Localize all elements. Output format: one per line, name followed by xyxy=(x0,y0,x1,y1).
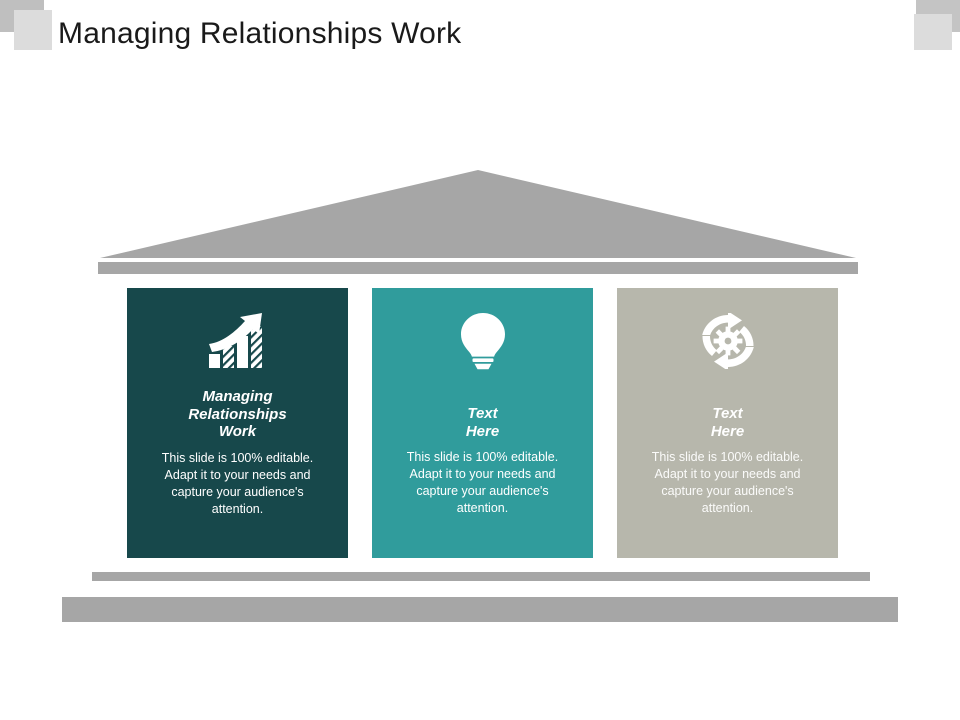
base-bar-thick xyxy=(62,597,898,622)
corner-decoration-top-left-light xyxy=(14,10,52,50)
content-card-2[interactable]: Text Here This slide is 100% editable. A… xyxy=(372,288,593,558)
card-heading: Managing Relationships Work xyxy=(188,388,287,440)
card-body-text: This slide is 100% editable. Adapt it to… xyxy=(406,450,559,515)
content-card-3[interactable]: Text Here This slide is 100% editable. A… xyxy=(617,288,838,558)
card-heading: Text Here xyxy=(710,405,745,440)
lightbulb-icon xyxy=(457,310,509,372)
refresh-gear-cycle-icon xyxy=(697,310,759,372)
card-body-text: This slide is 100% editable. Adapt it to… xyxy=(161,450,314,516)
pediment-triangle-shape xyxy=(100,170,856,258)
growth-chart-arrow-icon xyxy=(207,310,269,372)
corner-decoration-top-right-light xyxy=(914,14,952,50)
roof-entablature-bar xyxy=(98,262,858,274)
card-body-text: This slide is 100% editable. Adapt it to… xyxy=(651,450,804,515)
page-title: Managing Relationships Work xyxy=(58,17,462,50)
content-card-1[interactable]: Managing Relationships Work This slide i… xyxy=(127,288,348,558)
card-heading: Text Here xyxy=(465,405,500,440)
base-bar-thin xyxy=(92,572,870,581)
